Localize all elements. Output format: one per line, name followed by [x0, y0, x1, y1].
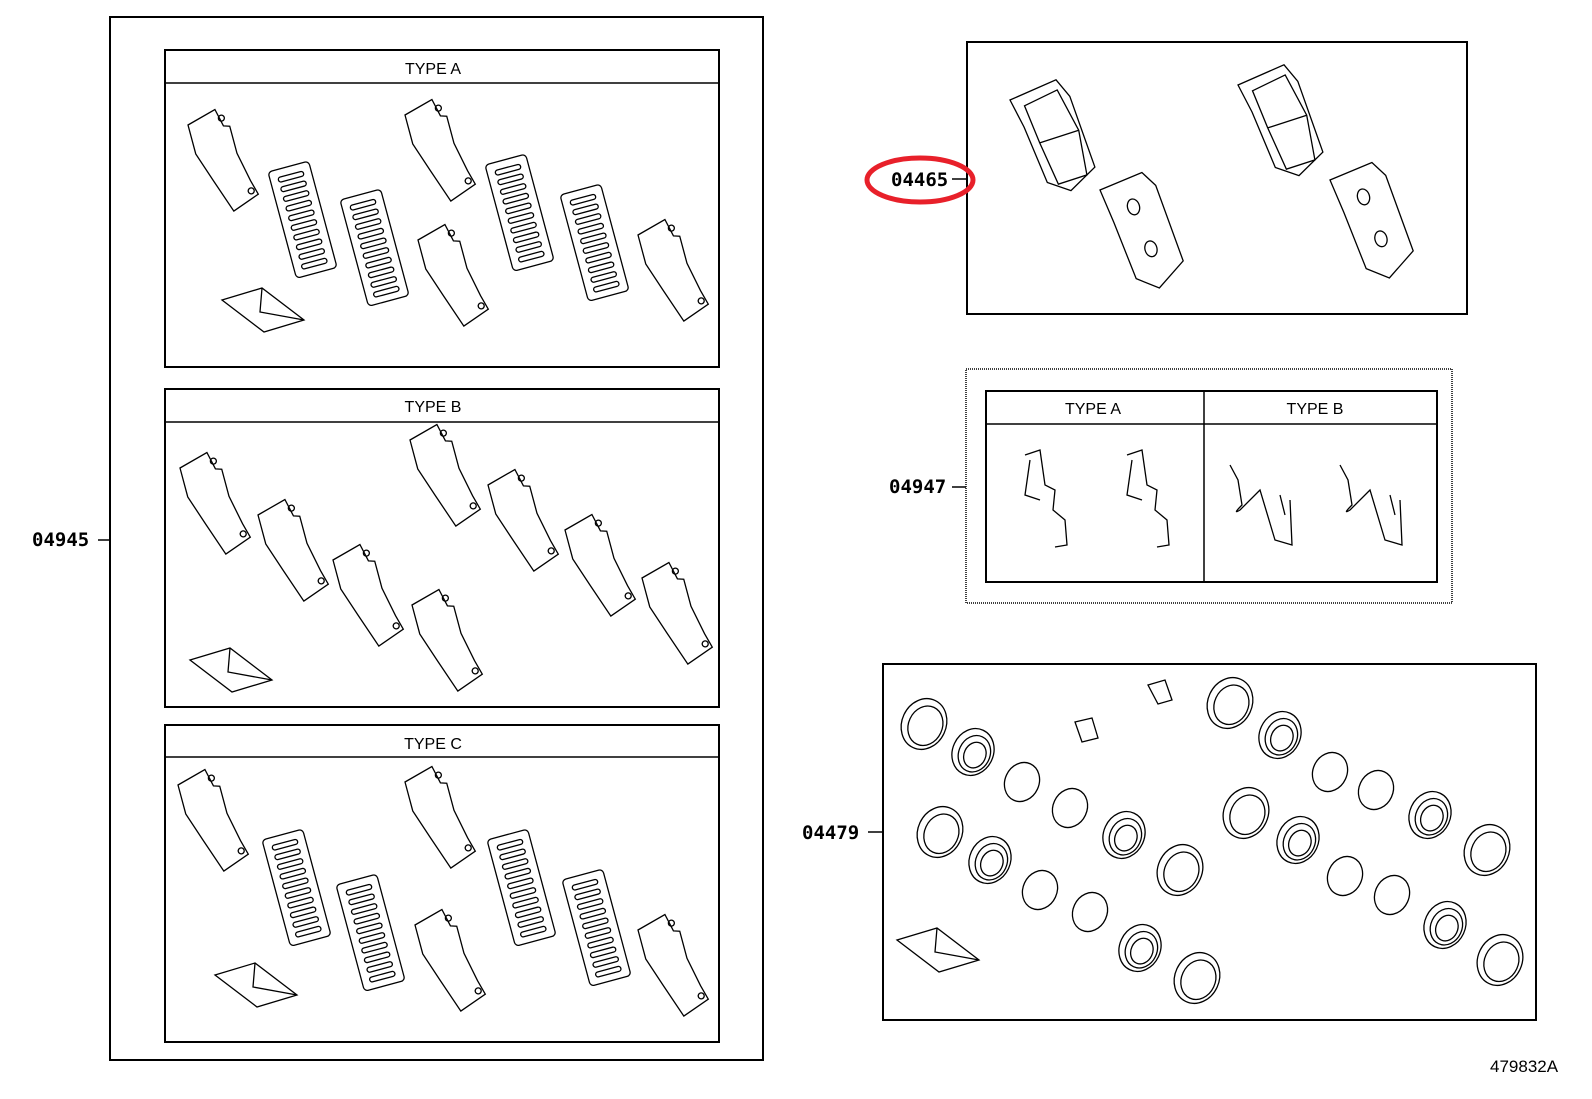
brake-pad-illustration [1009, 79, 1096, 192]
seal-kit-frame [882, 663, 1537, 1021]
pad-kit-group: 04465 [864, 41, 1468, 315]
piston-seal-illustration [1118, 923, 1162, 973]
shim-panel-type-c: TYPE C [164, 724, 720, 1043]
piston-seal-illustration [1463, 824, 1511, 876]
piston-seal-illustration [1222, 787, 1270, 839]
piston-seal-illustration [916, 806, 964, 858]
part-number-04945[interactable]: 04945 [32, 529, 89, 551]
anti-rattle-spring-illustration [1229, 464, 1293, 546]
piston-seal-illustration [1423, 900, 1467, 950]
piston-seal-illustration [1206, 677, 1254, 729]
shim-illustration [187, 108, 260, 212]
clip-kit-frame [965, 368, 1453, 604]
piston-seal-illustration [968, 835, 1012, 885]
backing-plate-illustration [336, 874, 405, 992]
panel-label: TYPE A [405, 61, 461, 78]
shim-illustration [637, 218, 710, 322]
shim-illustration [179, 451, 252, 555]
shim-panel-type-b: TYPE B [164, 388, 720, 708]
shim-kit-frame [109, 16, 764, 1061]
clip-illustration [1024, 449, 1068, 548]
shim-illustration [404, 765, 477, 869]
backing-plate-illustration [340, 189, 409, 307]
panel-label: TYPE A [1065, 401, 1121, 418]
backing-plate-illustration [485, 154, 554, 272]
grease-packet-icon [895, 927, 981, 973]
backing-plate-illustration [560, 184, 629, 302]
part-number-04947[interactable]: 04947 [889, 476, 946, 498]
panel-label: TYPE B [1287, 401, 1344, 418]
backing-plate-illustration [487, 829, 556, 947]
shim-kit-group: 04945 TYPE A TYPE B TYPE C [32, 16, 764, 1061]
shim-illustration [257, 498, 330, 602]
grease-packet-icon [213, 962, 299, 1008]
anti-rattle-spring-illustration [1339, 464, 1403, 546]
pad-kit-frame [966, 41, 1468, 315]
piston-seal-illustration [1276, 815, 1320, 865]
shim-illustration [404, 98, 477, 202]
clip-kit-group: 04947 TYPE A TYPE B [889, 368, 1453, 604]
piston-seal-illustration [1408, 790, 1452, 840]
panel-label: TYPE C [404, 736, 462, 753]
bleeder-cap-icon [1074, 717, 1099, 743]
shim-panel-type-a: TYPE A [164, 49, 720, 368]
brake-pad-illustration [1237, 64, 1324, 177]
backing-plate-illustration [562, 869, 631, 987]
snap-ring-illustration [1373, 874, 1411, 916]
snap-ring-illustration [1021, 869, 1059, 911]
shim-illustration [641, 561, 714, 665]
shim-illustration [417, 223, 490, 327]
shim-illustration [332, 543, 405, 647]
grease-packet-icon [220, 287, 306, 333]
highlight-ellipse [864, 155, 976, 205]
seal-kit-group: 04479 [802, 663, 1537, 1021]
piston-seal-illustration [951, 727, 995, 777]
bleeder-cap-icon [1147, 679, 1173, 705]
piston-seal-illustration [1258, 710, 1302, 760]
snap-ring-illustration [1003, 761, 1041, 803]
snap-ring-illustration [1357, 769, 1395, 811]
part-number-04479[interactable]: 04479 [802, 822, 859, 844]
pad-shim-illustration [1099, 171, 1184, 289]
backing-plate-illustration [268, 161, 337, 279]
shim-illustration [177, 768, 250, 872]
part-number-04465[interactable]: 04465 [891, 169, 948, 191]
snap-ring-illustration [1326, 855, 1364, 897]
piston-seal-illustration [1476, 934, 1524, 986]
pad-shim-illustration [1329, 161, 1414, 279]
snap-ring-illustration [1071, 891, 1109, 933]
shim-illustration [487, 468, 560, 572]
piston-seal-illustration [1102, 810, 1146, 860]
shim-illustration [414, 908, 487, 1012]
snap-ring-illustration [1051, 787, 1089, 829]
piston-seal-illustration [1156, 844, 1204, 896]
piston-seal-illustration [1173, 952, 1221, 1004]
grease-packet-icon [188, 647, 274, 693]
clip-illustration [1126, 449, 1170, 548]
shim-illustration [411, 588, 484, 692]
snap-ring-illustration [1311, 751, 1349, 793]
shim-illustration [637, 913, 710, 1017]
illustration-id: 479832A [1490, 1057, 1559, 1076]
shim-illustration [409, 423, 482, 527]
shim-illustration [564, 513, 637, 617]
backing-plate-illustration [262, 829, 331, 947]
piston-seal-illustration [900, 698, 948, 750]
panel-label: TYPE B [405, 399, 462, 416]
